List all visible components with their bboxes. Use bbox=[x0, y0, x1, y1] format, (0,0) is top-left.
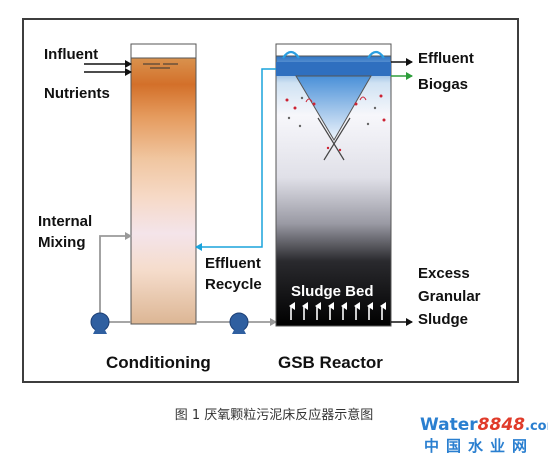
logo-number: 8848 bbox=[477, 415, 525, 435]
nutrients-label: Nutrients bbox=[44, 85, 110, 102]
effluent-label: Effluent bbox=[418, 50, 474, 67]
conditioning-tank bbox=[130, 43, 197, 325]
logo-brand: Water bbox=[420, 415, 478, 435]
excess-label-line1: Excess bbox=[418, 265, 470, 282]
effluent-recycle-line bbox=[195, 68, 276, 251]
pump-icon bbox=[90, 312, 110, 334]
logo-domain: .com bbox=[525, 419, 548, 434]
biogas-label: Biogas bbox=[418, 76, 469, 93]
logo-wordmark: Water8848.com bbox=[420, 416, 548, 436]
effluent-recycle-label-line1: Effluent bbox=[205, 255, 261, 272]
internal-mixing-line bbox=[99, 232, 132, 320]
excess-label-line3: Sludge bbox=[418, 311, 469, 328]
sludge-bed-label: Sludge Bed bbox=[291, 283, 374, 300]
excess-label-line2: Granular bbox=[418, 288, 481, 305]
conditioning-label: Conditioning bbox=[106, 353, 211, 372]
figure-caption: 图 1 厌氧颗粒污泥床反应器示意图 bbox=[174, 408, 374, 423]
pump-icon bbox=[229, 312, 249, 334]
influent-label: Influent bbox=[44, 46, 99, 63]
effluent-recycle-label-line2: Recycle bbox=[205, 276, 262, 293]
logo-chinese: 中国水业网 bbox=[424, 437, 535, 455]
internal-mixing-label-line2: Mixing bbox=[38, 234, 86, 251]
gsb-reactor-label: GSB Reactor bbox=[278, 353, 383, 372]
separator-hood bbox=[295, 75, 372, 141]
internal-mixing-label-line1: Internal bbox=[38, 213, 93, 230]
gsb-reactor bbox=[275, 43, 392, 327]
site-logo: Water8848.com 中国水业网 bbox=[420, 416, 548, 461]
